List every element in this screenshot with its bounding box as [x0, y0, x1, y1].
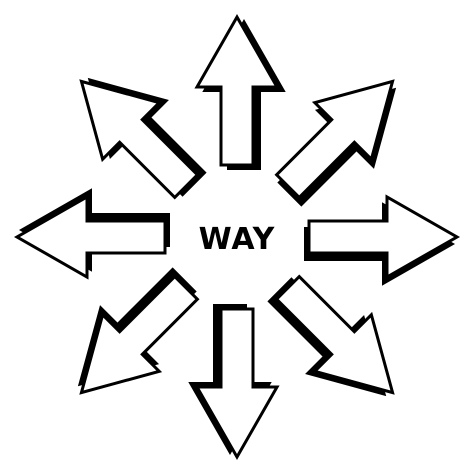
- arrow-up-right-body: [274, 79, 395, 200]
- center-label: WAY: [198, 222, 276, 257]
- arrow-left-body: [13, 194, 167, 280]
- arrow-down: [188, 304, 280, 461]
- arrow-right: [304, 194, 461, 286]
- arrow-left: [13, 188, 170, 280]
- arrow-up: [194, 13, 286, 170]
- arrow-down-left-body: [79, 274, 200, 395]
- arrow-right-body: [307, 194, 461, 280]
- arrow-down-right: [267, 274, 395, 397]
- arrow-down-left: [77, 267, 200, 395]
- arrow-up-body: [194, 13, 280, 167]
- arrow-up-left: [79, 77, 207, 200]
- arrow-down-body: [194, 307, 280, 461]
- arrow-up-right: [274, 79, 397, 207]
- arrow-up-left-body: [79, 79, 200, 200]
- arrow-down-right-body: [274, 274, 395, 395]
